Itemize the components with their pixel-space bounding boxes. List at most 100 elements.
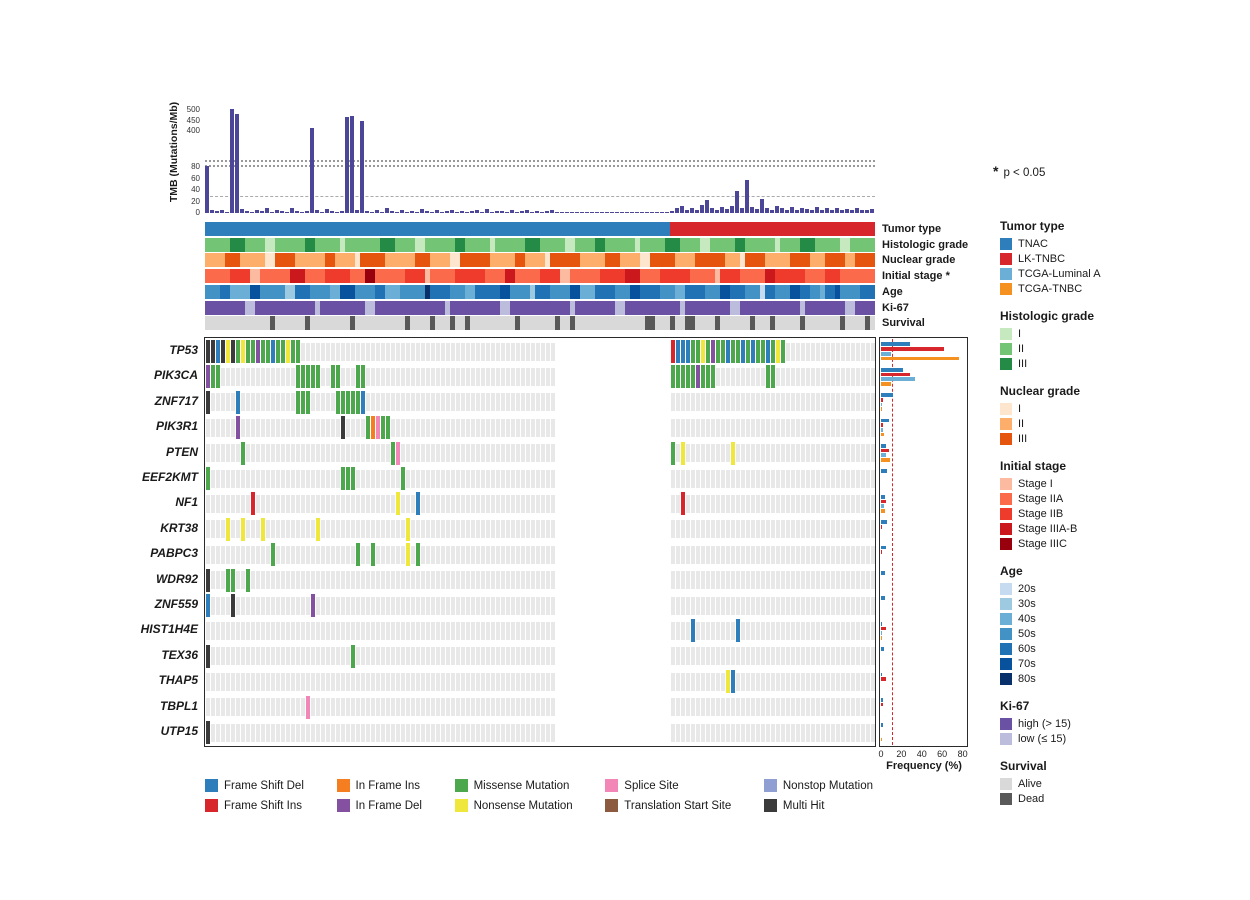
tmb-bar: [405, 211, 409, 213]
oncoprint-mutation-cell: [281, 340, 285, 363]
oncoprint-mutation-cell: [316, 365, 320, 389]
tmb-bar: [435, 210, 439, 213]
annotation-segment: [455, 237, 465, 252]
frequency-bar: [881, 423, 884, 428]
tmb-bar: [675, 208, 679, 213]
legend-item-label: 60s: [1018, 642, 1036, 655]
legend-item-label: LK-TNBC: [1018, 252, 1066, 265]
oncoprint-mutation-cell: [371, 416, 375, 440]
tmb-bar: [515, 211, 519, 213]
annotation-segment: [485, 269, 505, 284]
annotation-segment: [460, 253, 490, 268]
oncoprint-background-strip: [671, 596, 876, 615]
tmb-bar: [585, 212, 589, 213]
oncoprint-mutation-cell: [416, 492, 420, 516]
annotation-segment: [380, 237, 395, 252]
gene-label: KRT38: [160, 520, 198, 535]
annotation-segment: [675, 284, 685, 299]
tmb-bar: [385, 208, 389, 213]
oncoprint-mutation-cell: [251, 340, 255, 363]
tmb-bar: [645, 212, 649, 213]
mutation-legend-label: Splice Site: [624, 779, 679, 792]
annotation-segment: [335, 253, 355, 268]
oncoprint-mutation-cell: [206, 365, 210, 389]
oncoprint-mutation-cell: [746, 340, 750, 363]
annotation-segment: [515, 316, 520, 331]
oncoprint-mutation-cell: [771, 340, 775, 363]
oncoprint-background-strip: [206, 672, 556, 691]
frequency-threshold-line: [892, 339, 893, 745]
tmb-bar: [690, 207, 694, 213]
tmb-bar: [225, 211, 229, 213]
annotation-segment: [295, 253, 325, 268]
oncoprint-mutation-cell: [296, 340, 300, 363]
tmb-bar: [445, 211, 449, 213]
oncoprint-mutation-cell: [721, 340, 725, 363]
annotation-segment: [385, 284, 400, 299]
annotation-segment: [720, 284, 730, 299]
mutation-color-swatch: [336, 779, 350, 792]
tmb-bar: [560, 212, 564, 213]
frequency-bar: [881, 723, 884, 728]
tmb-axis-tick: 80: [191, 162, 200, 171]
legend-color-swatch: [1000, 792, 1012, 805]
frequency-bar: [881, 494, 886, 499]
oncoprint-background-strip: [206, 393, 556, 412]
legend-color-swatch: [1000, 477, 1012, 490]
tmb-bar: [310, 127, 314, 213]
oncoprint-mutation-cell: [416, 543, 420, 567]
annotation-segment: [415, 253, 430, 268]
legend-item-label: Alive: [1018, 777, 1042, 790]
annotation-segment: [250, 284, 260, 299]
oncoprint-mutation-cell: [241, 340, 245, 363]
annotation-segment: [500, 300, 510, 315]
oncoprint-background-strip: [206, 367, 556, 386]
oncoprint-mutation-cell: [331, 365, 335, 389]
annotation-segment: [525, 237, 540, 252]
frequency-axis-tick: 0: [878, 749, 884, 759]
tmb-bar: [650, 212, 654, 213]
annotation-segment: [255, 300, 315, 315]
tmb-bar: [365, 211, 369, 213]
tmb-bar: [680, 206, 684, 213]
tmb-bar: [750, 206, 754, 213]
legend-item: Stage I: [1000, 476, 1170, 491]
annotation-segment: [515, 269, 540, 284]
annotation-segment: [645, 316, 655, 331]
annotation-segment: [320, 300, 365, 315]
tmb-bar: [395, 211, 399, 213]
annotation-segment: [640, 237, 665, 252]
legend-item-label: 70s: [1018, 657, 1036, 670]
mutation-legend-item: In Frame Ins: [336, 779, 422, 792]
annotation-track-label: Ki-67: [882, 301, 909, 314]
gene-label: TEX36: [161, 647, 198, 662]
annotation-segment: [565, 237, 575, 252]
tmb-bar: [235, 114, 239, 213]
gene-label: TP53: [169, 343, 198, 357]
tmb-bar: [820, 209, 824, 213]
tmb-bar: [505, 211, 509, 213]
annotation-segment: [720, 269, 740, 284]
oncoprint-mutation-cell: [336, 390, 340, 414]
annotation-segment: [245, 237, 265, 252]
frequency-bar: [881, 458, 891, 462]
significance-note: *p < 0.05: [993, 163, 1045, 179]
legend-item-label: 80s: [1018, 672, 1036, 685]
oncoprint-mutation-cell: [236, 340, 240, 363]
oncoprint-mutation-cell: [216, 365, 220, 389]
annotation-segment: [700, 237, 710, 252]
frequency-bar: [881, 631, 883, 635]
oncoprint-background-strip: [206, 621, 556, 640]
mutation-color-swatch: [605, 779, 619, 792]
tmb-bar: [640, 211, 644, 213]
tmb-bar: [520, 211, 524, 213]
oncoprint-mutation-cell: [236, 390, 240, 414]
oncoprint-mutation-cell: [271, 543, 275, 567]
tmb-bar: [705, 200, 709, 213]
oncoprint-background-strip: [671, 494, 876, 513]
annotation-segment: [800, 316, 805, 331]
oncoprint-background-strip: [671, 520, 876, 539]
oncoprint-mutation-cell: [256, 340, 260, 363]
oncoprint-mutation-cell: [731, 670, 735, 694]
legend-item-label: 20s: [1018, 582, 1036, 595]
